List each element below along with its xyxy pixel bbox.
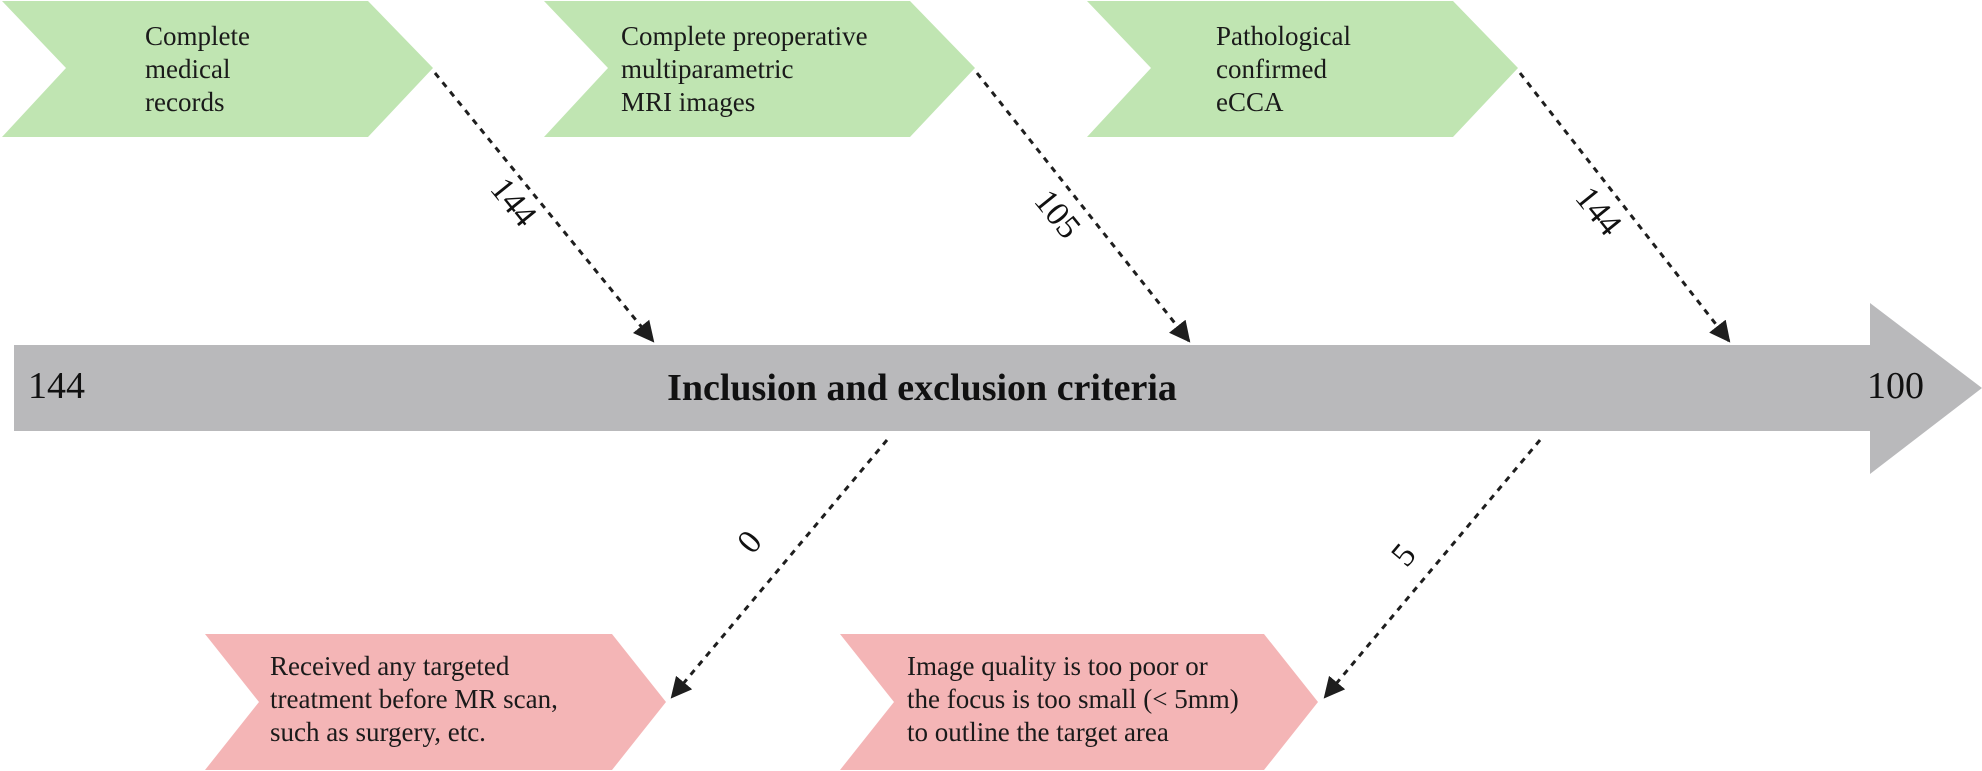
exclusion-shape-2: [840, 634, 1318, 770]
main-axis-start-count: 144: [28, 365, 85, 407]
main-axis-label: Inclusion and exclusion criteria: [667, 367, 1177, 409]
exclusion-text-2: Image quality is too poor or the focus i…: [907, 651, 1245, 747]
inclusion-1-line-3: records: [145, 87, 224, 117]
exclusion-count-1: 0: [730, 524, 769, 561]
inclusion-link-1: [433, 72, 655, 343]
exclusion-2-line-3: to outline the target area: [907, 717, 1169, 747]
inclusion-shape-1: [2, 1, 433, 137]
exclusion-1-line-2: treatment before MR scan,: [270, 684, 558, 714]
inclusion-criterion-1: Complete medical records 144: [2, 1, 655, 343]
inclusion-count-1: 144: [483, 171, 544, 234]
main-axis-end-count: 100: [1867, 365, 1924, 407]
inclusion-1-line-2: medical: [145, 54, 230, 84]
exclusion-2-line-2: the focus is too small (< 5mm): [907, 684, 1239, 714]
inclusion-shape-3: [1087, 1, 1518, 137]
main-arrow-shape: [14, 303, 1982, 474]
inclusion-criterion-3: Pathological confirmed eCCA 144: [1087, 1, 1731, 343]
inclusion-shape-2: [544, 1, 975, 137]
exclusion-shape-1: [205, 634, 666, 770]
exclusion-1-line-3: such as surgery, etc.: [270, 717, 486, 747]
inclusion-link-2: [975, 72, 1191, 343]
inclusion-3-line-2: confirmed: [1216, 54, 1327, 84]
exclusion-criterion-2: Image quality is too poor or the focus i…: [840, 439, 1542, 770]
exclusion-criterion-1: Received any targeted treatment before M…: [205, 439, 889, 770]
inclusion-text-3: Pathological confirmed eCCA: [1216, 21, 1358, 117]
inclusion-text-2: Complete preoperative multiparametric MR…: [621, 21, 874, 117]
inclusion-3-line-3: eCCA: [1216, 87, 1284, 117]
inclusion-link-3: [1518, 72, 1731, 343]
inclusion-2-line-2: multiparametric: [621, 54, 793, 84]
inclusion-1-line-1: Complete: [145, 21, 250, 51]
inclusion-count-2: 105: [1027, 183, 1088, 246]
inclusion-2-line-3: MRI images: [621, 87, 755, 117]
inclusion-2-line-1: Complete preoperative: [621, 21, 868, 51]
main-axis: Inclusion and exclusion criteria 144 100: [14, 303, 1982, 474]
exclusion-1-line-1: Received any targeted: [270, 651, 510, 681]
inclusion-3-line-1: Pathological: [1216, 21, 1351, 51]
exclusion-count-2: 5: [1384, 537, 1423, 574]
inclusion-count-3: 144: [1568, 180, 1629, 243]
inclusion-text-1: Complete medical records: [145, 21, 257, 117]
exclusion-link-2: [1323, 439, 1542, 699]
inclusion-criterion-2: Complete preoperative multiparametric MR…: [544, 1, 1191, 343]
exclusion-link-1: [670, 439, 889, 699]
exclusion-2-line-1: Image quality is too poor or: [907, 651, 1208, 681]
exclusion-text-1: Received any targeted treatment before M…: [270, 651, 565, 747]
